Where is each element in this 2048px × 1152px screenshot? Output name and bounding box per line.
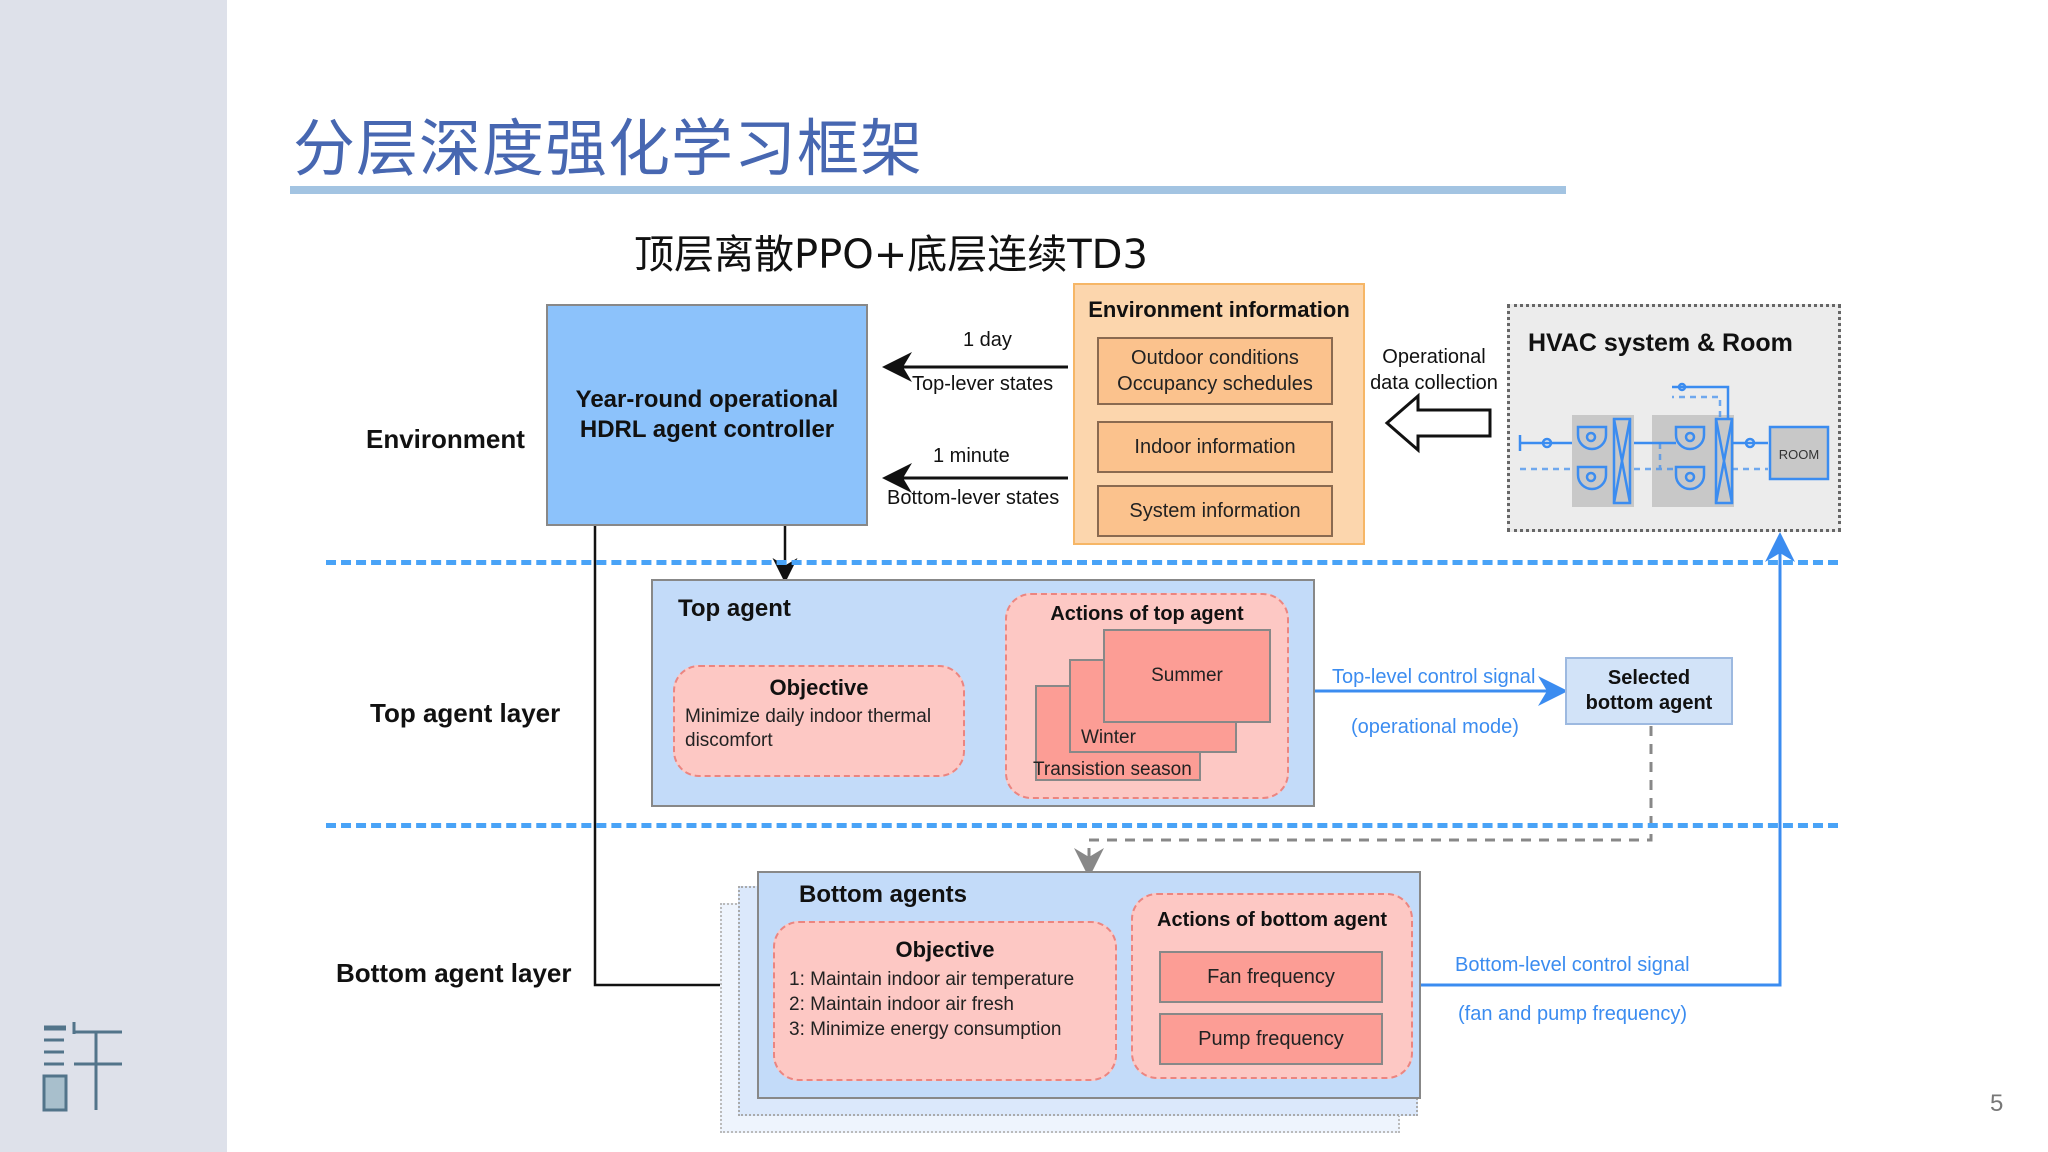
layer-separator-top: [326, 560, 1838, 565]
layer-separator-bottom: [326, 823, 1838, 828]
bottom-objective-item: 1: Maintain indoor air temperature: [789, 969, 1075, 990]
selected-bottom-agent-box: Selected bottom agent: [1565, 657, 1733, 725]
page-number: 5: [1990, 1090, 2004, 1117]
top-objective-text: Minimize daily indoor thermal discomfort: [685, 706, 932, 751]
environment-info-panel: Environment information Outdoor conditio…: [1073, 283, 1365, 545]
env-item-outdoor: Outdoor conditions Occupancy schedules: [1097, 337, 1333, 405]
layer-label-bottom: Bottom agent layer: [336, 958, 572, 988]
bottom-control-signal-arrow: [1420, 532, 1795, 987]
bottom-agents-panel: Bottom agents Objective 1: Maintain indo…: [757, 871, 1421, 1099]
data-collection-label: Operational data collection: [1368, 344, 1500, 396]
action-fan-frequency: Fan frequency: [1159, 951, 1383, 1003]
slide-subtitle: 顶层离散PPO+底层连续TD3: [634, 232, 1148, 278]
action-summer: Summer: [1103, 629, 1271, 723]
data-collection-arrow: [1384, 392, 1492, 454]
slide-title: 分层深度强化学习框架: [293, 112, 924, 185]
bottom-actions-box: Actions of bottom agent Fan frequency Pu…: [1131, 893, 1413, 1079]
controller-line2: HDRL agent controller: [579, 416, 835, 443]
env-item-system: System information: [1097, 485, 1333, 537]
env-item-line: Occupancy schedules: [1117, 373, 1313, 395]
selected-line1: Selected: [1607, 667, 1691, 689]
bottom-actions-title: Actions of bottom agent: [1157, 909, 1387, 931]
top-state-rate: 1 day: [963, 329, 1012, 351]
bottom-state-label: Bottom-lever states: [887, 487, 1060, 509]
bottom-objective-item: 2: Maintain indoor air fresh: [789, 994, 1014, 1015]
selected-to-bottom-arrow: [1074, 726, 1653, 878]
logo-icon: [40, 1018, 130, 1118]
layer-label-top: Top agent layer: [370, 698, 561, 728]
top-agent-panel: Top agent Objective Minimize daily indoo…: [651, 579, 1315, 807]
sidebar: [0, 0, 227, 1152]
layer-label-environment: Environment: [366, 424, 525, 454]
hdrl-controller-box: Year-round operational HDRL agent contro…: [546, 304, 868, 526]
env-item-indoor: Indoor information: [1097, 421, 1333, 473]
bottom-agents-title: Bottom agents: [799, 881, 967, 908]
top-actions-title: Actions of top agent: [1050, 603, 1244, 625]
controller-line1: Year-round operational: [575, 386, 839, 413]
top-objective-box: Objective Minimize daily indoor thermal …: [673, 665, 965, 777]
top-objective-title: Objective: [769, 675, 869, 700]
action-winter-label: Winter: [1081, 727, 1136, 748]
bottom-signal-label: Bottom-level control signal: [1455, 954, 1690, 976]
bottom-objective-title: Objective: [895, 937, 995, 962]
env-item-line: Outdoor conditions: [1131, 347, 1299, 369]
action-transition-label: Transistion season: [1033, 759, 1192, 780]
bottom-state-rate: 1 minute: [933, 445, 1010, 467]
top-actions-box: Actions of top agent Transistion season …: [1005, 593, 1289, 799]
room-label: ROOM: [1779, 447, 1819, 462]
hvac-panel: HVAC system & Room ROOM: [1507, 304, 1841, 532]
data-collection-line2: data collection: [1370, 372, 1498, 394]
data-collection-line1: Operational: [1382, 346, 1486, 368]
selected-line2: bottom agent: [1585, 692, 1713, 714]
top-signal-label: Top-level control signal: [1332, 666, 1536, 688]
hvac-schematic-icon: ROOM: [1518, 382, 1830, 507]
hvac-title: HVAC system & Room: [1528, 329, 1793, 357]
bottom-objective-box: Objective 1: Maintain indoor air tempera…: [773, 921, 1117, 1081]
controller-to-bottom-agents-arrow: [593, 524, 760, 998]
action-pump-frequency: Pump frequency: [1159, 1013, 1383, 1065]
bottom-objective-item: 3: Minimize energy consumption: [789, 1019, 1062, 1040]
top-state-label: Top-lever states: [912, 373, 1054, 395]
top-agent-title: Top agent: [678, 595, 791, 622]
title-underline: [290, 186, 1566, 194]
bottom-signal-sublabel: (fan and pump frequency): [1458, 1003, 1688, 1025]
environment-info-title: Environment information: [1088, 297, 1350, 322]
top-signal-sublabel: (operational mode): [1351, 716, 1519, 738]
